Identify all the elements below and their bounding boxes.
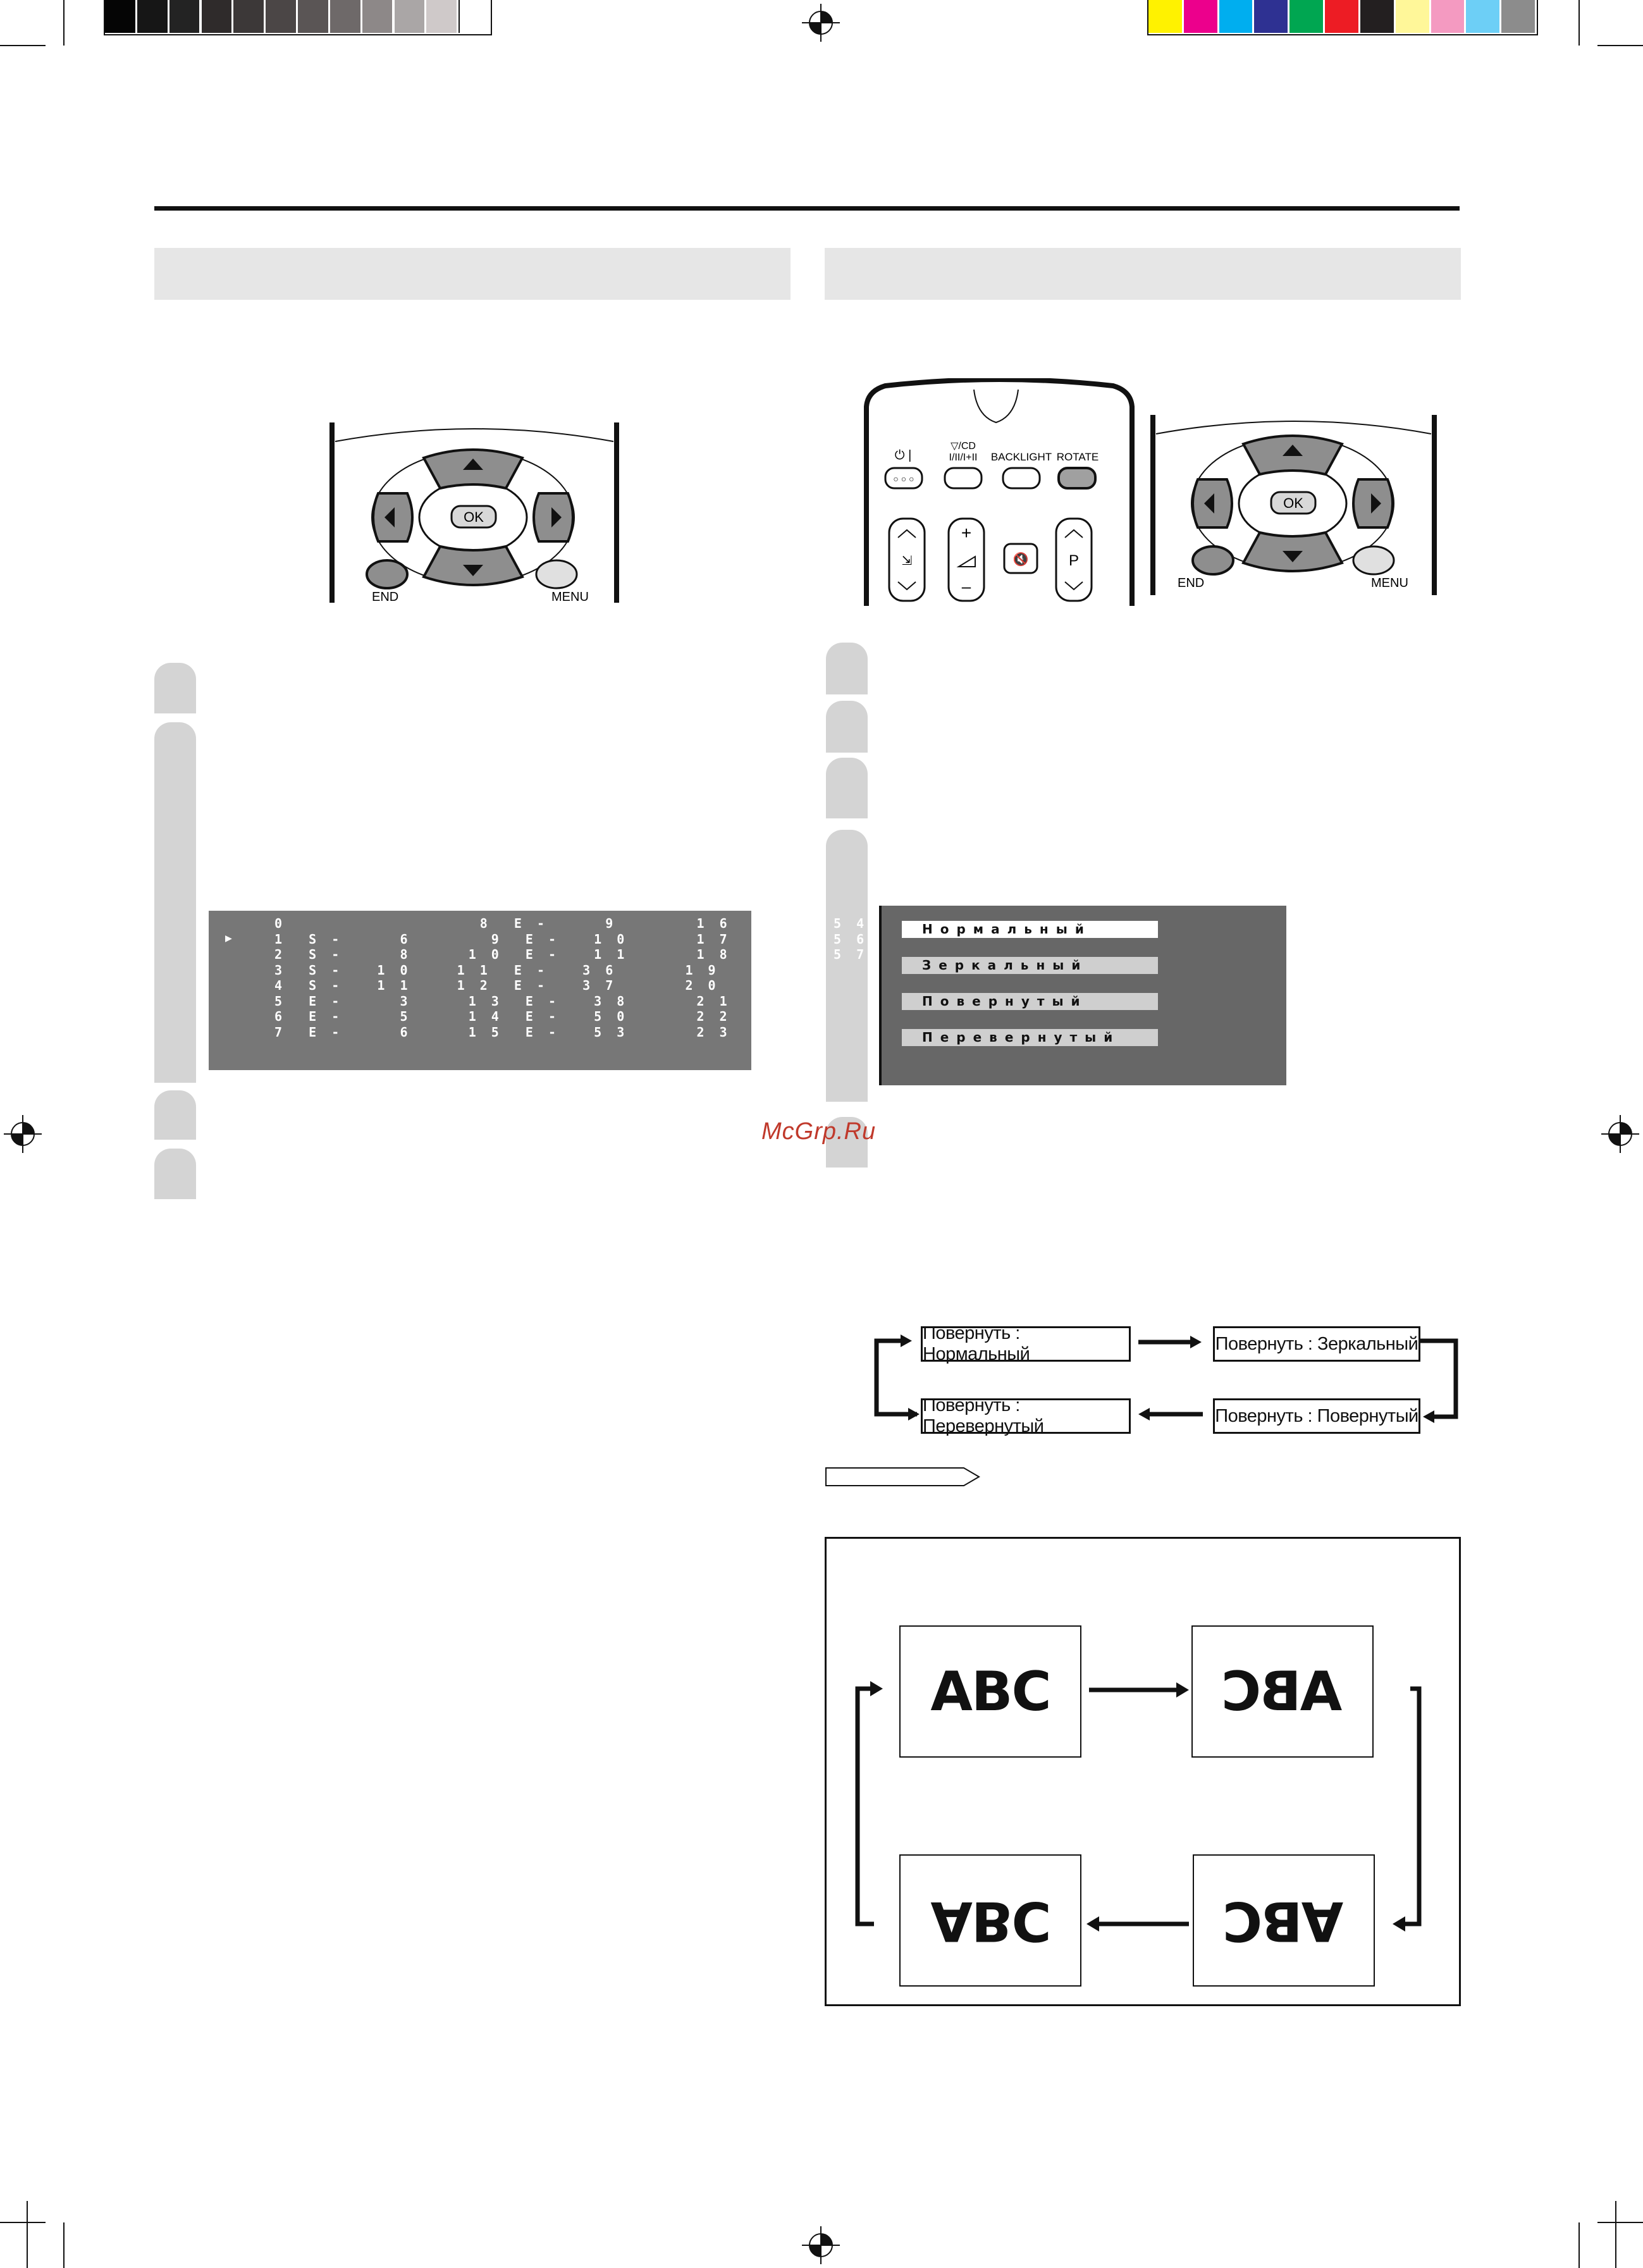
left-step-tab-4	[154, 1149, 196, 1199]
watermark: McGrp.Ru	[761, 1118, 877, 1145]
right-step-tab-2	[826, 701, 868, 753]
left-step-tab-1	[154, 663, 196, 713]
gray-swatch	[298, 0, 328, 33]
grayscale-bar	[104, 0, 492, 35]
ok-key	[450, 505, 497, 529]
backlight-label: BACKLIGHT	[991, 451, 1052, 463]
channel-row: 0 8 E - 9 1 6 E - 5 4	[274, 916, 868, 931]
mute-key	[1003, 543, 1038, 574]
header-rule	[154, 206, 1460, 211]
left-remote-illustration: OK END MENU	[329, 422, 619, 604]
channel-row: 1 S - 6 9 E - 1 0 1 7 E - 5 6	[274, 931, 868, 947]
flow-mirror: Повернуть : Зеркальный	[1213, 1326, 1420, 1362]
color-swatch	[1148, 0, 1182, 33]
gray-swatch	[201, 0, 232, 33]
rotate-menu-item[interactable]: Повернутый	[902, 993, 1158, 1010]
color-swatch	[1431, 0, 1465, 33]
input-label: I/II/I+II	[949, 452, 978, 463]
color-swatch	[1360, 0, 1394, 33]
orientation-demo-frame	[825, 1537, 1461, 2006]
backlight-key	[1002, 467, 1041, 490]
gray-swatch	[266, 0, 296, 33]
ok-label: OK	[464, 509, 484, 525]
flow-rotated: Повернуть : Повернутый	[1213, 1398, 1420, 1434]
right-step-tab-5	[826, 1117, 868, 1168]
svg-text:🔇: 🔇	[1013, 552, 1029, 567]
ok-label-2: OK	[1283, 495, 1303, 511]
volume-plus-label: +	[961, 523, 971, 543]
abc-rotated: ABC	[1193, 1854, 1375, 1987]
right-step-tab-1	[826, 643, 868, 694]
right-remote-nav-illustration: OK END MENU	[1150, 415, 1437, 595]
program-label: P	[1069, 552, 1079, 569]
gray-swatch	[105, 0, 135, 33]
end-label: END	[372, 590, 398, 604]
left-step-tab-2	[154, 722, 196, 1083]
left-section-header	[154, 248, 791, 300]
rotate-menu-item[interactable]: Перевернутый	[902, 1029, 1158, 1046]
gray-swatch	[362, 0, 393, 33]
abc-mirror: ABC	[1191, 1625, 1374, 1758]
power-key	[884, 467, 923, 490]
channel-row: 5 E - 3 1 3 E - 3 8 2 1	[274, 993, 731, 1009]
power-label: ⏻ |	[895, 448, 912, 462]
menu-key	[535, 559, 578, 589]
program-rocker	[1055, 517, 1093, 602]
menu-label: MENU	[551, 590, 589, 604]
color-swatch	[1325, 0, 1358, 33]
right-remote-front-illustration: ⏻ | ▽/CD I/II/I+II BACKLIGHT ROTATE ○ ○ …	[864, 378, 1135, 606]
abc-normal: ABC	[899, 1625, 1081, 1758]
volume-minus-label: –	[962, 577, 971, 596]
orientation-arrows	[855, 1681, 1422, 1932]
color-bar	[1147, 0, 1538, 35]
gray-swatch	[169, 0, 200, 33]
channel-row: 7 E - 6 1 5 E - 5 3 2 3	[274, 1024, 731, 1040]
rotate-label: ROTATE	[1057, 451, 1098, 463]
gray-swatch	[233, 0, 264, 33]
gray-swatch	[137, 0, 168, 33]
right-section-header	[825, 248, 1461, 300]
color-swatch	[1289, 0, 1324, 33]
left-step-tab-3	[154, 1090, 196, 1140]
right-step-tab-4	[826, 830, 868, 1102]
end-label-2: END	[1178, 576, 1204, 590]
color-swatch	[1219, 0, 1253, 33]
volume-rocker	[947, 517, 985, 602]
rotate-menu-item[interactable]: Нормальный	[902, 921, 1158, 938]
channel-row: 4 S - 1 1 1 2 E - 3 7 2 0	[274, 978, 720, 993]
flow-normal: Повернуть : Нормальный	[921, 1323, 1131, 1364]
rotate-key	[1057, 467, 1097, 490]
right-step-tab-3	[826, 758, 868, 818]
svg-text:⇲: ⇲	[902, 554, 913, 568]
flow-arrows	[874, 1334, 1458, 1423]
note-arrow-label	[825, 1467, 980, 1486]
svg-text:▽/CD: ▽/CD	[951, 441, 976, 452]
color-swatch	[1395, 0, 1429, 33]
channel-row: 6 E - 5 1 4 E - 5 0 2 2	[274, 1009, 731, 1024]
flow-flipped: Повернуть : Перевернутый	[921, 1395, 1131, 1436]
input-rocker	[888, 517, 926, 602]
color-swatch	[1501, 0, 1535, 33]
color-swatch	[1183, 0, 1217, 33]
channel-marker: ▶	[225, 932, 236, 945]
end-key	[366, 559, 409, 589]
svg-text:○ ○ ○: ○ ○ ○	[893, 474, 914, 484]
color-swatch	[1254, 0, 1288, 33]
channel-row: 3 S - 1 0 1 1 E - 3 6 1 9	[274, 962, 720, 978]
rotate-menu-item[interactable]: Зеркальный	[902, 957, 1158, 974]
menu-label-2: MENU	[1371, 576, 1408, 590]
gray-swatch	[329, 0, 360, 33]
color-swatch	[1466, 0, 1500, 33]
channel-row: 2 S - 8 1 0 E - 1 1 1 8 E - 5 7	[274, 947, 868, 962]
gray-swatch	[394, 0, 425, 33]
abc-flipped: ABC	[899, 1854, 1081, 1987]
sound-key	[944, 467, 983, 490]
gray-swatch	[426, 0, 457, 33]
gray-swatch	[458, 0, 490, 33]
